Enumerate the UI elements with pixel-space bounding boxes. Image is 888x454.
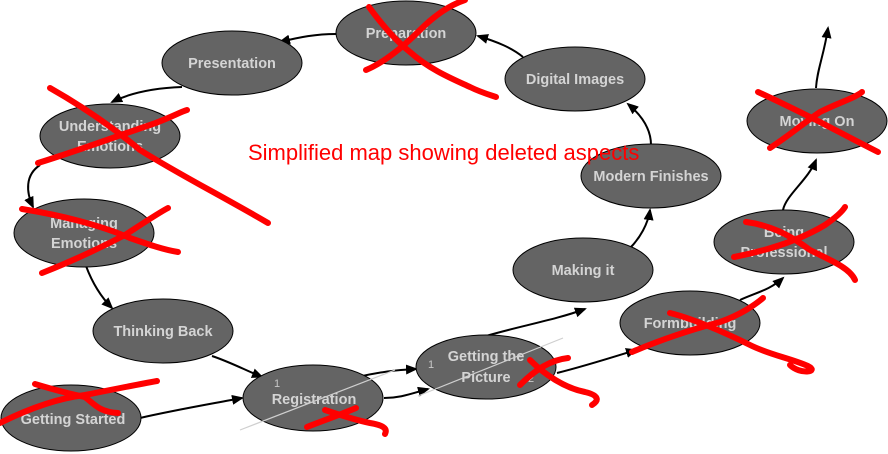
node-preparation[interactable]: Preparation <box>335 0 477 66</box>
diagonal-line-registration <box>239 369 396 431</box>
node-getting-started[interactable]: Getting Started <box>0 384 142 452</box>
node-getting-the-picture-label-1: Getting the <box>448 349 525 365</box>
node-digital-images[interactable]: Digital Images <box>504 46 646 112</box>
diagram-caption: Simplified map showing deleted aspects <box>248 140 639 165</box>
node-thinking-back[interactable]: Thinking Back <box>92 298 234 364</box>
deletion-mark-formbuilding <box>629 295 815 375</box>
deletion-mark-getting-the-picture <box>517 355 600 408</box>
edge-getting-started-to-registration <box>139 394 244 419</box>
node-getting-started-shape <box>0 384 142 452</box>
edge-making-it-to-modern-finishes <box>629 208 654 249</box>
edge-formbuilding-to-being-professional <box>739 276 785 301</box>
node-getting-started-label: Getting Started <box>21 412 126 428</box>
node-modern-finishes-shape <box>580 143 722 209</box>
deletion-marks <box>0 0 881 437</box>
edge-modern-finishes-to-digital-images <box>626 102 652 146</box>
node-getting-the-picture-number-2: 2 <box>528 373 534 385</box>
edge-managing-emotions-to-thinking-back <box>85 265 114 310</box>
edge-registration-to-getting-the-picture-lower <box>383 386 430 399</box>
edge-getting-the-picture-to-formbuilding <box>556 348 638 374</box>
edge-digital-images-to-preparation <box>476 34 524 58</box>
edge-getting-the-picture-to-making-it <box>485 307 587 337</box>
deletion-mark-being-professional <box>731 204 858 283</box>
deletion-mark-understanding-emotions <box>35 85 271 226</box>
node-presentation-label: Presentation <box>188 56 276 72</box>
node-modern-finishes[interactable]: Modern Finishes <box>580 143 722 209</box>
node-making-it[interactable]: Making it <box>512 237 654 303</box>
node-registration-label: Registration <box>272 392 357 408</box>
node-getting-the-picture-number-1: 1 <box>428 359 434 371</box>
node-thinking-back-label: Thinking Back <box>113 324 213 340</box>
edge-presentation-to-understanding-emotions <box>110 86 183 103</box>
node-making-it-shape <box>512 237 654 303</box>
node-preparation-shape <box>335 0 477 66</box>
node-digital-images-label: Digital Images <box>526 72 624 88</box>
edge-being-professional-to-moving-on <box>782 158 817 211</box>
node-thinking-back-shape <box>92 298 234 364</box>
node-registration-number: 1 <box>274 378 280 390</box>
deletion-mark-managing-emotions <box>19 205 181 276</box>
diagonal-line-getting-the-picture <box>417 337 564 397</box>
deletion-mark-getting-started <box>0 378 160 426</box>
node-presentation-shape <box>161 30 303 96</box>
node-making-it-label: Making it <box>552 263 615 279</box>
deletion-mark-preparation <box>363 0 499 100</box>
edges <box>24 26 832 419</box>
node-modern-finishes-label: Modern Finishes <box>593 169 708 185</box>
deletion-mark-registration <box>304 405 389 437</box>
node-digital-images-shape <box>504 46 646 112</box>
deletion-mark-moving-on <box>755 89 881 155</box>
edge-thinking-back-to-registration <box>211 355 264 378</box>
node-presentation[interactable]: Presentation <box>161 30 303 96</box>
edge-preparation-to-presentation <box>278 33 337 45</box>
node-formbuilding-shape <box>619 290 761 356</box>
edge-understanding-emotions-to-managing-emotions <box>24 164 41 209</box>
node-getting-the-picture-label-2: Picture <box>461 370 510 386</box>
edge-moving-on-exit <box>815 26 832 89</box>
